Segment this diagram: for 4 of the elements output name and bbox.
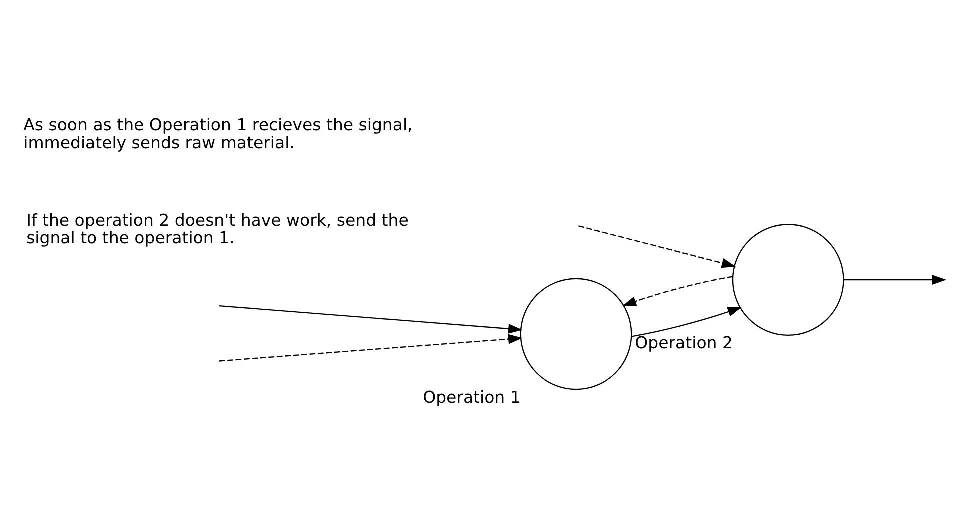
label: As soon as the Operation 1 recieves the signal, immediately sends raw material.: [23, 116, 412, 152]
label: If the operation 2 doesn't have work, send the signal to the operation 1.: [26, 211, 408, 248]
node-label: Operation 1: [422, 388, 520, 407]
node-label: Operation 2: [634, 334, 732, 353]
